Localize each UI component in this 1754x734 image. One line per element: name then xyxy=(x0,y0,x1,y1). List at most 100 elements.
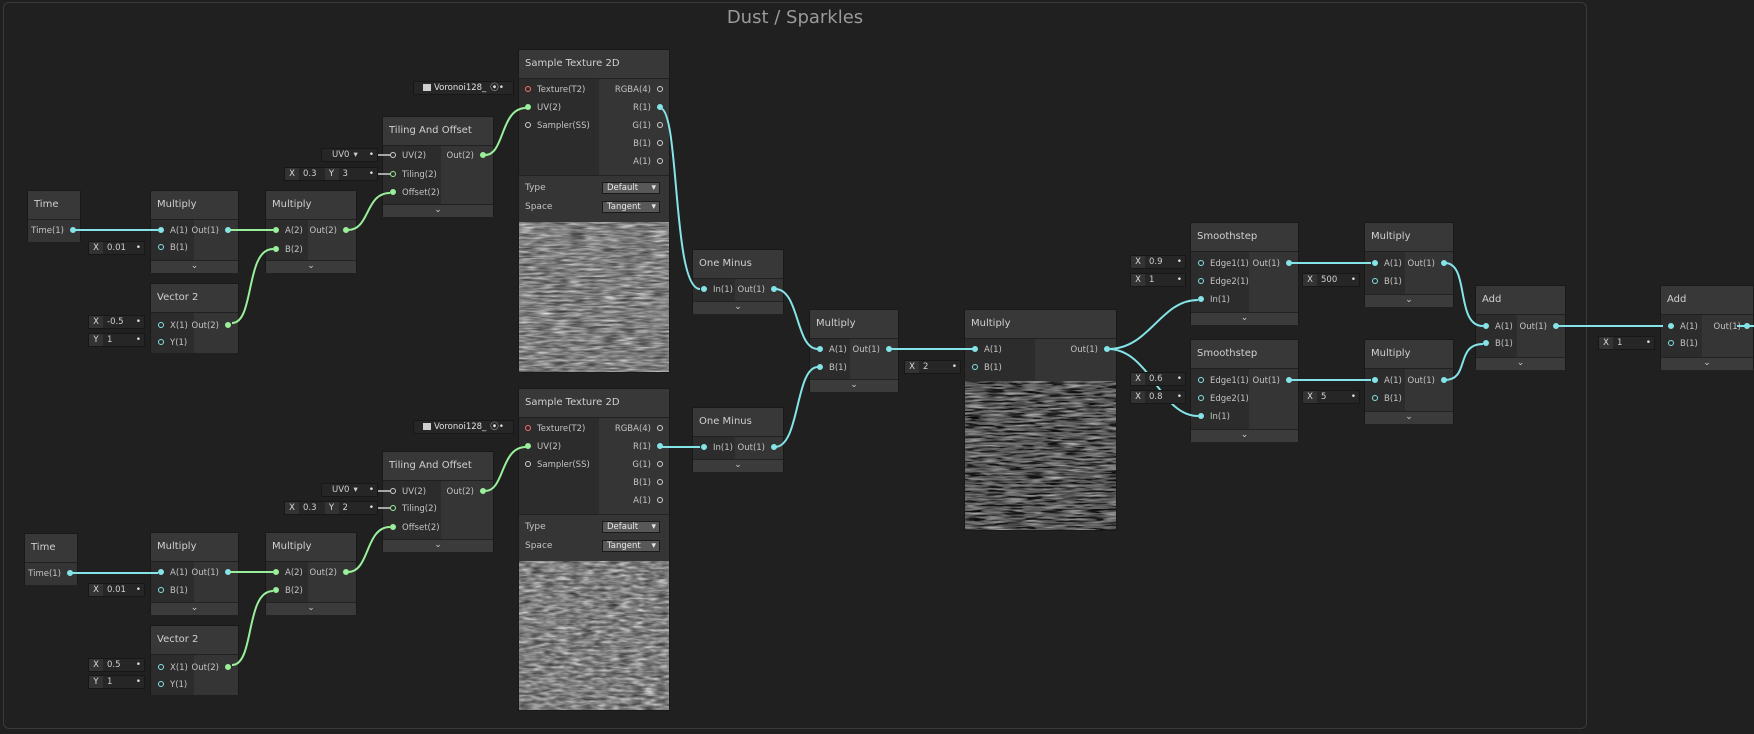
sampler-port[interactable]: Sampler(SS) xyxy=(525,119,590,133)
out-port[interactable]: Out(2) xyxy=(447,149,486,163)
collapse-chevron-icon[interactable]: ⌄ xyxy=(1476,357,1565,370)
time-out-port[interactable]: Time(1) xyxy=(28,567,73,581)
texture-port[interactable]: Texture(T2) xyxy=(525,422,585,436)
y-port[interactable]: Y(1) xyxy=(158,678,187,692)
tiling-offset-node[interactable]: Tiling And Offset UV(2) Tiling(2) Offset… xyxy=(382,116,494,217)
out-port[interactable]: Out(1) xyxy=(853,343,892,357)
a-port[interactable]: A(1) xyxy=(972,343,1002,357)
a-port[interactable]: A(1) xyxy=(158,566,188,580)
multiply-node[interactable]: Multiply A(1) B(1) Out(1) ⌄ xyxy=(150,190,239,273)
uv-port[interactable]: UV(2) xyxy=(525,440,561,454)
multiply-node[interactable]: Multiply A(2) B(2) Out(2) ⌄ xyxy=(265,532,357,615)
multiply-preview-node[interactable]: Multiply A(1) B(1) Out(1) xyxy=(964,309,1117,531)
g-port[interactable]: G(1) xyxy=(632,119,663,133)
b-port[interactable]: B(1) xyxy=(1668,337,1698,351)
out-port[interactable]: Out(1) xyxy=(1714,320,1750,334)
out-port[interactable]: Out(2) xyxy=(192,661,231,675)
collapse-chevron-icon[interactable]: ⌄ xyxy=(383,204,493,217)
b-port[interactable]: B(1) xyxy=(1372,392,1402,406)
offset-port[interactable]: Offset(2) xyxy=(390,186,440,200)
space-dropdown[interactable]: Tangent xyxy=(602,201,660,213)
vector2-node[interactable]: Vector 2 X(1) Y(1) Out(2) xyxy=(150,625,239,695)
type-dropdown[interactable]: Default xyxy=(602,521,660,533)
r-port[interactable]: R(1) xyxy=(633,101,663,115)
out-port[interactable]: Out(1) xyxy=(1408,257,1447,271)
b-port[interactable]: B(1) xyxy=(1372,275,1402,289)
edge2-port[interactable]: Edge2(1) xyxy=(1198,392,1249,406)
b-port[interactable]: B(2) xyxy=(273,243,303,257)
collapse-chevron-icon[interactable]: ⌄ xyxy=(693,459,783,472)
texture-asset-field[interactable]: Voronoi128_⦿• xyxy=(413,420,514,434)
b-port[interactable]: B(1) xyxy=(158,241,188,255)
multiply-node[interactable]: Multiply A(1) B(1) Out(1) ⌄ xyxy=(1364,339,1454,424)
uv-port[interactable]: UV(2) xyxy=(390,149,426,163)
collapse-chevron-icon[interactable]: ⌄ xyxy=(151,260,238,273)
out-port[interactable]: Out(1) xyxy=(192,224,231,238)
smoothstep-node[interactable]: Smoothstep Edge1(1) Edge2(1) In(1) Out(1… xyxy=(1190,339,1299,442)
in-port[interactable]: In(1) xyxy=(701,283,733,297)
out-port[interactable]: Out(1) xyxy=(1408,374,1447,388)
time-node-top[interactable]: Time Time(1) xyxy=(27,190,81,242)
out-port[interactable]: Out(2) xyxy=(310,566,349,580)
x-value-field[interactable]: X-0.5• xyxy=(88,315,145,329)
edge1-port[interactable]: Edge1(1) xyxy=(1198,257,1249,271)
tiling-port[interactable]: Tiling(2) xyxy=(390,502,437,516)
out-port[interactable]: Out(1) xyxy=(738,283,777,297)
a-port[interactable]: A(1) xyxy=(633,155,663,169)
offset-port[interactable]: Offset(2) xyxy=(390,521,440,535)
tiling-offset-node[interactable]: Tiling And Offset UV(2) Tiling(2) Offset… xyxy=(382,451,494,552)
vector2-node[interactable]: Vector 2 X(1) Y(1) Out(2) xyxy=(150,283,239,353)
out-port[interactable]: Out(1) xyxy=(1520,320,1559,334)
texture-asset-field[interactable]: Voronoi128_⦿• xyxy=(413,81,514,95)
collapse-chevron-icon[interactable]: ⌄ xyxy=(151,602,238,615)
collapse-chevron-icon[interactable]: ⌄ xyxy=(266,602,356,615)
rgba-port[interactable]: RGBA(4) xyxy=(615,422,663,436)
r-port[interactable]: R(1) xyxy=(633,440,663,454)
add-node[interactable]: Add A(1) B(1) Out(1) ⌄ xyxy=(1660,285,1754,370)
multiply-node[interactable]: Multiply A(2) B(2) Out(2) ⌄ xyxy=(265,190,357,273)
b-port[interactable]: B(1) xyxy=(972,361,1002,375)
collapse-chevron-icon[interactable]: ⌄ xyxy=(810,379,898,392)
b-port[interactable]: B(1) xyxy=(1483,337,1513,351)
texture-port[interactable]: Texture(T2) xyxy=(525,83,585,97)
time-out-port[interactable]: Time(1) xyxy=(31,224,76,238)
time-node-bottom[interactable]: Time Time(1) xyxy=(24,533,78,585)
a-port[interactable]: A(1) xyxy=(633,494,663,508)
sample-texture-2d-node[interactable]: Sample Texture 2D Texture(T2) UV(2) Samp… xyxy=(518,388,670,711)
target-icon[interactable]: ⦿ xyxy=(490,83,499,93)
collapse-chevron-icon[interactable]: ⌄ xyxy=(1191,429,1298,442)
a-port[interactable]: A(1) xyxy=(817,343,847,357)
edge2-port[interactable]: Edge2(1) xyxy=(1198,275,1249,289)
in-port[interactable]: In(1) xyxy=(1198,410,1230,424)
smoothstep-node[interactable]: Smoothstep Edge1(1) Edge2(1) In(1) Out(1… xyxy=(1190,222,1299,325)
out-port[interactable]: Out(2) xyxy=(447,485,486,499)
collapse-chevron-icon[interactable]: ⌄ xyxy=(383,539,493,552)
a-port[interactable]: A(1) xyxy=(1483,320,1513,334)
group-frame[interactable]: Dust / Sparkles xyxy=(3,2,1587,729)
a-port[interactable]: A(2) xyxy=(273,224,303,238)
a-port[interactable]: A(1) xyxy=(158,224,188,238)
collapse-chevron-icon[interactable]: ⌄ xyxy=(266,260,356,273)
uv-port[interactable]: UV(2) xyxy=(390,485,426,499)
x-port[interactable]: X(1) xyxy=(158,661,188,675)
group-title[interactable]: Dust / Sparkles xyxy=(726,7,864,28)
sampler-port[interactable]: Sampler(SS) xyxy=(525,458,590,472)
out-port[interactable]: Out(2) xyxy=(192,319,231,333)
collapse-chevron-icon[interactable]: ⌄ xyxy=(1661,357,1753,370)
in-port[interactable]: In(1) xyxy=(701,441,733,455)
collapse-chevron-icon[interactable]: ⌄ xyxy=(1365,411,1453,424)
in-port[interactable]: In(1) xyxy=(1198,293,1230,307)
g-port[interactable]: G(1) xyxy=(632,458,663,472)
out-port[interactable]: Out(2) xyxy=(310,224,349,238)
add-node[interactable]: Add A(1) B(1) Out(1) ⌄ xyxy=(1475,285,1566,370)
